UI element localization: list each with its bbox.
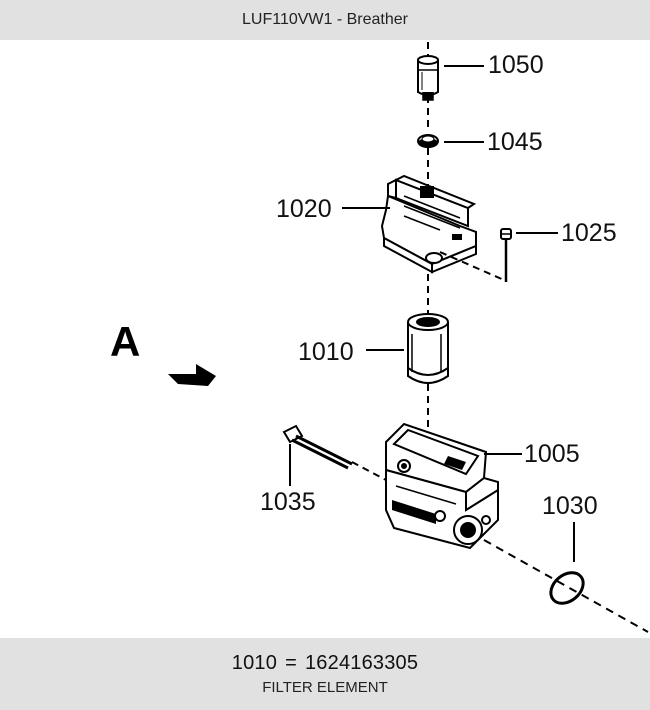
callout-1050[interactable]: 1050 [488, 51, 544, 79]
housing-axis-line [483, 539, 649, 633]
diagram-svg: A 1050 1045 1020 1025 1010 1005 1035 103… [110, 42, 649, 633]
equals-sign: = [285, 652, 297, 674]
callout-1030[interactable]: 1030 [542, 492, 598, 520]
view-a-label: A [110, 318, 140, 365]
callout-1010[interactable]: 1010 [298, 338, 354, 366]
part-1010-filter-element[interactable] [407, 313, 449, 384]
callout-1005[interactable]: 1005 [524, 440, 580, 468]
callout-1045[interactable]: 1045 [487, 128, 543, 156]
exploded-diagram: A 1050 1045 1020 1025 1010 1005 1035 103… [0, 40, 650, 638]
part-number: 1624163305 [304, 652, 419, 674]
part-1035-bolt[interactable] [282, 424, 387, 481]
view-a-indicator: A [110, 318, 216, 386]
part-description: FILTER ELEMENT [262, 679, 388, 696]
view-arrow-icon [168, 364, 216, 386]
part-ref: 1010 [231, 652, 278, 674]
part-1030-o-ring[interactable] [545, 566, 589, 609]
part-1020-cover[interactable] [380, 174, 477, 274]
part-1025-screw[interactable] [439, 228, 512, 282]
callout-1020[interactable]: 1020 [276, 195, 332, 223]
part-number-line: 1010 = 1624163305 [232, 652, 418, 675]
part-info-panel: 1010 = 1624163305 FILTER ELEMENT [0, 638, 650, 710]
callout-labels: 1050 1045 1020 1025 1010 1005 1035 1030 [260, 51, 617, 520]
callout-1025[interactable]: 1025 [561, 219, 617, 247]
part-1050-breather-cap[interactable] [417, 55, 439, 101]
page-title: LUF110VW1 - Breather [242, 11, 408, 28]
callout-1035[interactable]: 1035 [260, 488, 316, 516]
part-1045-washer[interactable] [417, 134, 439, 148]
leader-lines [289, 65, 575, 562]
page-header: LUF110VW1 - Breather [0, 0, 650, 40]
part-1005-housing[interactable] [385, 422, 499, 550]
